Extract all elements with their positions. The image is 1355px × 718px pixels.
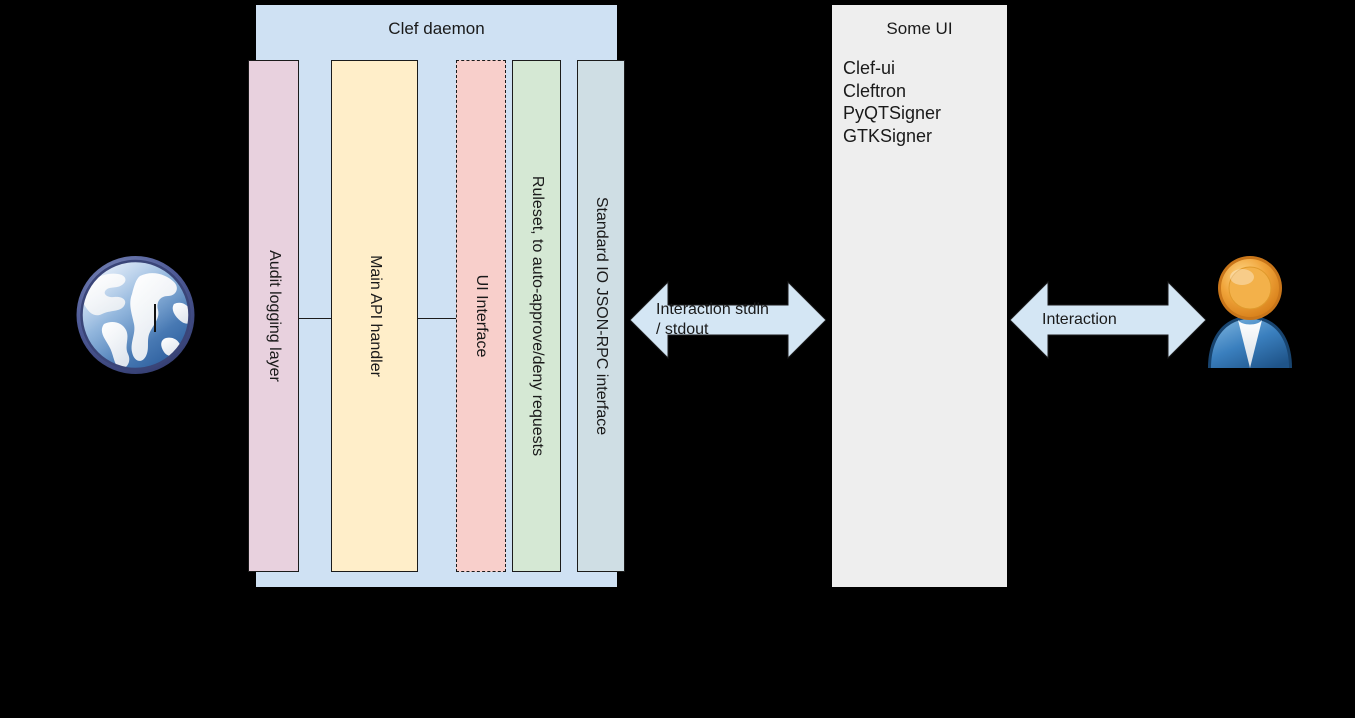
globe-icon [70,252,201,383]
user-icon [1200,250,1300,370]
arrow-daemon-to-someui: Interaction stdin / stdout [630,277,826,363]
layer-main-api-handler-label: Main API handler [366,255,384,377]
list-item[interactable]: Cleftron [843,80,907,101]
layer-ui-interface[interactable]: UI Interface [456,60,506,572]
some-ui-container: Some UI Clef-ui Cleftron PyQTSigner GTKS… [832,5,1007,587]
arrow-someui-to-user: Interaction [1010,277,1206,363]
layer-ui-interface-label: UI Interface [473,274,490,358]
some-ui-list: Clef-ui Cleftron PyQTSigner GTKSigner [843,57,1007,147]
connector-api-to-ui [416,318,457,319]
layer-stdio-jsonrpc-label: Standard IO JSON-RPC interface [593,196,610,436]
connector-audit-to-api [297,318,332,319]
layer-stdio-jsonrpc[interactable]: Standard IO JSON-RPC interface [577,60,625,572]
list-item[interactable]: PyQTSigner [843,103,942,123]
layer-ruleset-label: Ruleset, to auto-approve/deny requests [528,175,546,457]
list-item[interactable]: GTKSigner [843,125,933,146]
layer-ruleset[interactable]: Ruleset, to auto-approve/deny requests [512,60,561,572]
some-ui-title: Some UI [886,19,953,38]
clef-daemon-title: Clef daemon [388,19,485,38]
layer-audit-logging[interactable]: Audit logging layer [248,60,299,572]
list-item[interactable]: Clef-ui [843,58,896,78]
layer-audit-logging-label: Audit logging layer [265,250,283,382]
clef-daemon-container [256,5,617,587]
layer-main-api-handler[interactable]: Main API handler [331,60,418,572]
